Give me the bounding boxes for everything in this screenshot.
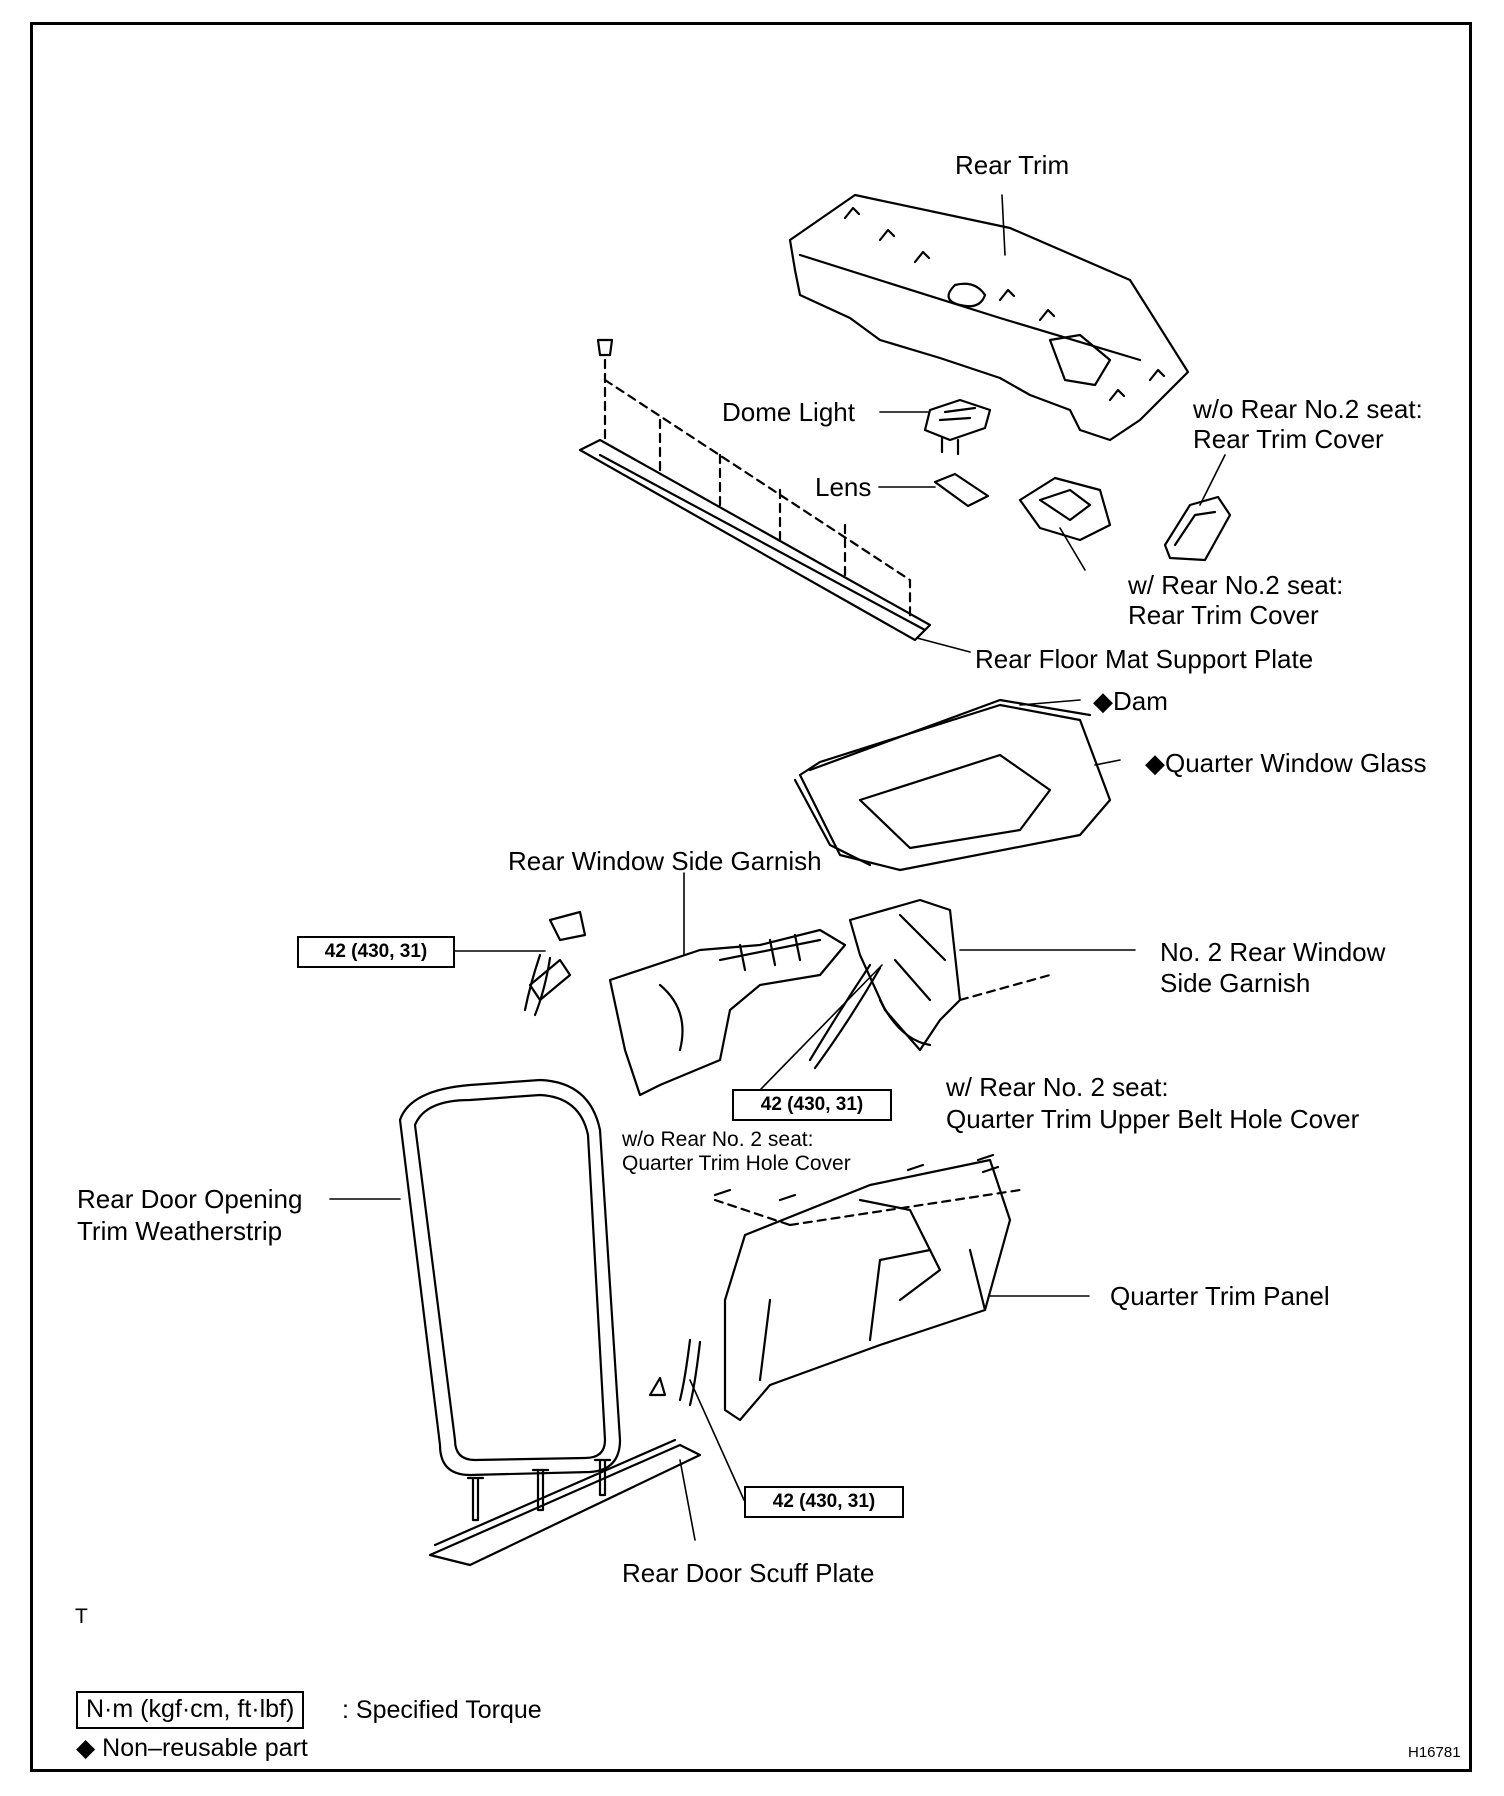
label-wo-rear-no2-seat: w/o Rear No.2 seat: [1193, 394, 1423, 424]
label-rear-trim-cover-1: Rear Trim Cover [1193, 424, 1384, 454]
label-rear-floor-mat-support-plate: Rear Floor Mat Support Plate [975, 644, 1314, 674]
rear-trim-cover-wo-seat-part [1163, 495, 1232, 562]
diagram-frame [30, 22, 1472, 1772]
label-no2-rear-window-line1: No. 2 Rear Window [1160, 937, 1386, 967]
label-rear-trim-cover-2: Rear Trim Cover [1128, 600, 1319, 630]
label-quarter-trim-upper-belt-hole-cover: Quarter Trim Upper Belt Hole Cover [946, 1104, 1360, 1134]
rear-trim-part [788, 193, 1190, 442]
rear-door-scuff-plate-part [428, 1438, 702, 1567]
quarter-trim-panel-part [713, 1158, 1022, 1422]
leader-lines [329, 194, 1226, 1541]
label-rear-trim: Rear Trim [955, 150, 1070, 180]
legend-torque-unit-box: N·m (kgf·cm, ft·lbf) [76, 1691, 305, 1729]
torque-box-3: 42 (430, 31) [744, 1486, 904, 1518]
label-quarter-window-glass: ◆Quarter Window Glass [1145, 748, 1427, 778]
label-w-rear-no2-seat-b: w/ Rear No. 2 seat: [946, 1072, 1169, 1102]
label-rear-window-side-garnish: Rear Window Side Garnish [508, 846, 822, 876]
label-dam: ◆Dam [1093, 686, 1168, 716]
label-dome-light: Dome Light [722, 397, 855, 427]
label-quarter-trim-panel: Quarter Trim Panel [1110, 1281, 1330, 1311]
rear-door-opening-weatherstrip-part [398, 1078, 622, 1477]
torque-box-1: 42 (430, 31) [297, 936, 455, 968]
dome-light-part [923, 398, 992, 456]
label-wo-rear-no2-seat-b: w/o Rear No. 2 seat: [622, 1128, 814, 1151]
bolts [466, 1153, 1000, 1522]
label-w-rear-no2-seat: w/ Rear No.2 seat: [1128, 570, 1344, 600]
label-rear-door-opening-line1: Rear Door Opening [77, 1184, 303, 1214]
label-lens: Lens [815, 472, 872, 502]
rear-floor-mat-support-plate-part [578, 338, 932, 642]
rear-window-side-garnish-part [528, 910, 847, 1097]
seat-belt-anchors [523, 953, 882, 1407]
label-quarter-trim-hole-cover: Quarter Trim Hole Cover [622, 1152, 851, 1175]
torque-box-2: 42 (430, 31) [732, 1089, 892, 1121]
rear-trim-cover-w-seat-part [1018, 476, 1112, 542]
label-rear-door-scuff-plate: Rear Door Scuff Plate [622, 1558, 875, 1588]
label-rear-door-opening-line2: Trim Weatherstrip [77, 1216, 283, 1246]
legend-non-reusable: ◆ Non–reusable part [76, 1734, 308, 1762]
label-no2-rear-window-line2: Side Garnish [1160, 968, 1311, 998]
no2-rear-window-side-garnish-part [848, 898, 1052, 1052]
legend-torque-desc: : Specified Torque [342, 1696, 542, 1724]
quarter-window-glass-part [793, 698, 1112, 872]
lens-part [933, 472, 990, 508]
label-t-mark: T [75, 1605, 88, 1628]
figure-id: H16781 [1408, 1744, 1461, 1761]
